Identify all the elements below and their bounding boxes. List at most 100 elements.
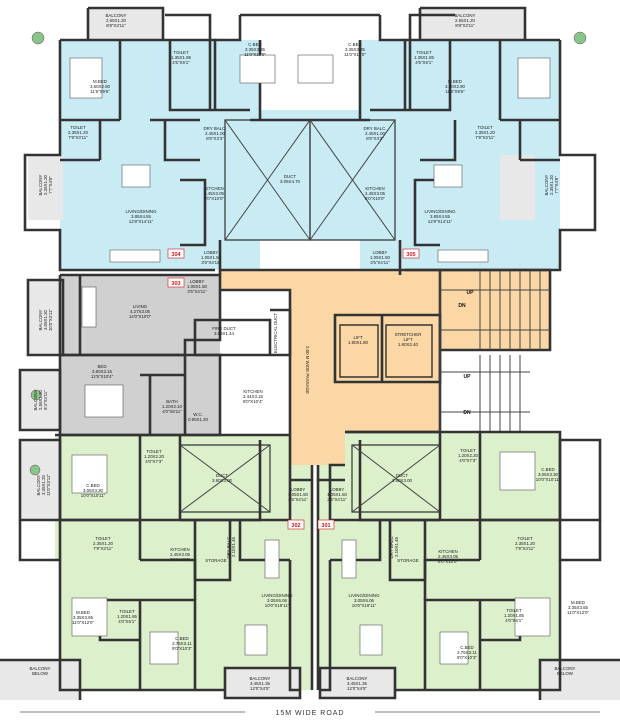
room-label-line: 8'0"X10'4"	[243, 399, 263, 404]
balcony-br-fill	[320, 668, 395, 698]
room-label-dry-balc-l: DRY BALC.2.10X1.45	[226, 535, 236, 558]
room-label-line: 2.65X1.20	[455, 18, 476, 23]
room-label-line: 7'9"X3'11"	[475, 135, 495, 140]
room-label-line: C.BED	[86, 483, 99, 488]
room-label-line: 3.35X3.35	[345, 47, 366, 52]
room-label-line: 7'7"X4'5"	[48, 176, 53, 194]
room-label-line: DRY BALC.	[226, 535, 231, 558]
dining-table-icon	[121, 164, 151, 188]
room-label-line: 7'7"X4'5"	[554, 176, 559, 194]
room-label-line: 2.00 M WIDE PASSAGE	[305, 346, 310, 394]
room-label-line: BALCONY	[33, 389, 38, 410]
room-label-line: 3.05X1.20	[43, 309, 48, 330]
room-label-line: 1.20X2.20	[458, 453, 479, 458]
room-label-line: 12'8"X14'11"	[428, 219, 453, 224]
room-label-line: 9'0"X10'3"	[172, 646, 192, 651]
stair-up-2: UP	[464, 374, 472, 380]
room-label-line: C.BED	[248, 42, 261, 47]
room-label-line: 2.75X3.11	[172, 641, 192, 646]
room-label-line: 12'8"X14'11"	[129, 219, 154, 224]
room-label-line: TOILET	[173, 50, 189, 55]
room-label-line: 3.85X4.55	[131, 214, 152, 219]
room-label-line: 14'0"X10'0"	[129, 314, 152, 319]
bed-icon	[239, 54, 276, 84]
room-label-line: 11'6"X9'6"	[90, 89, 110, 94]
room-label-line: 8'8"X3'11"	[106, 23, 126, 28]
room-label-line: 2.35X1.20	[515, 541, 536, 546]
room-label-line: 2.65X1.20	[106, 18, 127, 23]
furniture	[29, 31, 587, 665]
room-label-line: 3'5"X4'11"	[288, 497, 308, 502]
room-label-line: 2.44X3.15	[243, 394, 264, 399]
room-label-line: 4.27X3.05	[130, 309, 151, 314]
bed-icon	[69, 57, 103, 99]
room-label-line: LIVING/DINING	[425, 209, 457, 214]
room-label-line: 1.80X1.80	[348, 340, 369, 345]
plant-icon	[30, 389, 42, 401]
room-label-line: BALCONY	[347, 676, 368, 681]
stair-dn-2: DN	[463, 410, 471, 416]
room-label-line: 8'0"X10'0"	[365, 196, 385, 201]
room-label-line: LIFT	[403, 337, 412, 342]
room-label-line: 3.50X2.90	[90, 84, 111, 89]
room-label-line: 8'0"X10'0"	[170, 557, 190, 562]
room-label-line: BALCONY	[250, 676, 271, 681]
room-label-line: 4'0"X7'3"	[459, 458, 477, 463]
room-label-line: 1.05X1.50	[288, 492, 309, 497]
bed-icon	[149, 631, 179, 665]
room-label-passage: 2.00 M WIDE PASSAGE	[305, 346, 310, 394]
room-label-line: TOILET	[70, 125, 86, 130]
room-label-line: TOILET	[517, 536, 533, 541]
room-label-line: 1.35X1.85	[171, 55, 192, 60]
room-label-line: BALCONY	[38, 309, 43, 330]
room-label-line: 3.85X4.55	[430, 214, 451, 219]
room-label-line: 10'0"X10'11"	[81, 493, 106, 498]
room-label-line: 3.45X1.35	[347, 681, 368, 686]
room-label-line: DUCT	[396, 473, 409, 478]
dining-table-icon	[433, 164, 463, 188]
plant-icon	[31, 31, 45, 45]
room-label-line: TOILET	[146, 449, 162, 454]
room-label-line: 10'0"X19'11"	[265, 603, 290, 608]
room-label-line: 2.35X1.20	[93, 541, 114, 546]
sofa-icon	[109, 249, 161, 263]
room-label-storage-r: STORAGE	[397, 558, 418, 563]
room-label-elec-duct: ELECTRICAL DUCT	[273, 313, 278, 354]
room-label-line: 7'9"X3'11"	[515, 546, 535, 551]
room-label-line: 11'6"X9'6"	[445, 89, 465, 94]
unit-tags: 304 305 303 302 301	[167, 248, 420, 530]
bed-icon	[439, 631, 469, 665]
balcony-bl-fill	[225, 668, 300, 698]
room-label-line: 1.35X1.85	[414, 55, 435, 60]
room-label-line: LOBBY	[190, 279, 205, 284]
room-label-line: 10'0"X19'11"	[352, 603, 377, 608]
room-label-storage-l: STORAGE	[205, 558, 226, 563]
dining-table-icon	[359, 624, 383, 656]
room-label-line: 12'0"X4'5"	[347, 686, 367, 691]
room-label-line: 3'5"X4'11"	[187, 289, 207, 294]
